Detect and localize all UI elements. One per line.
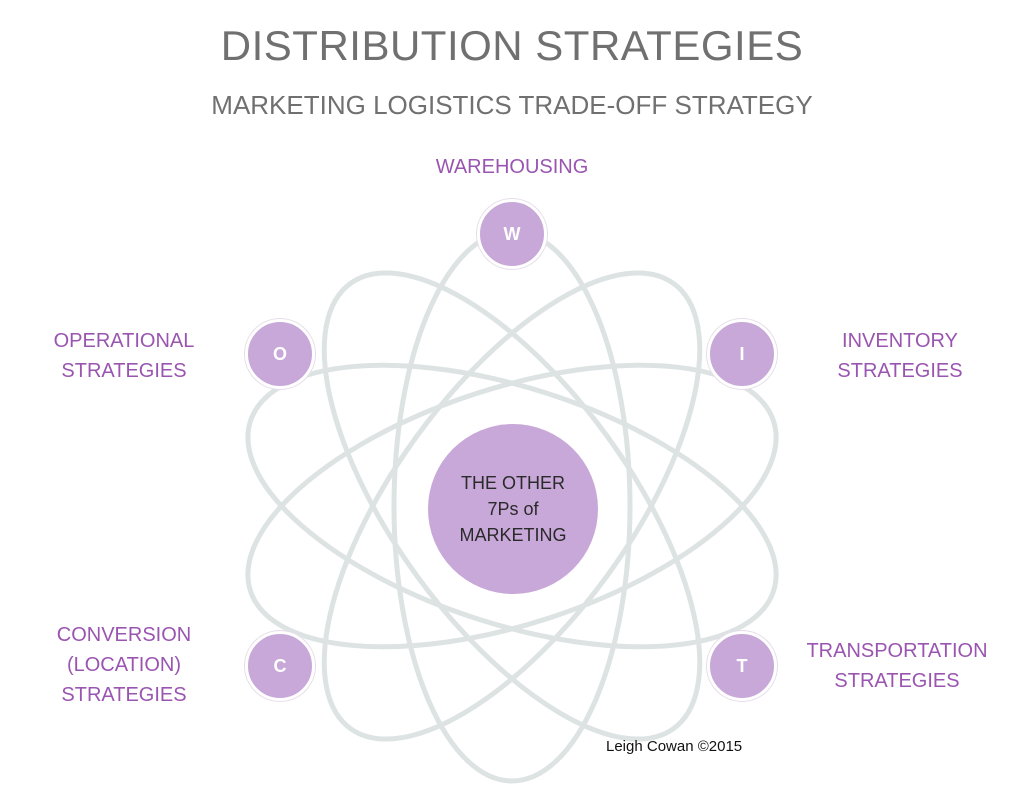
label-transportation: TRANSPORTATION STRATEGIES bbox=[806, 640, 988, 692]
node-warehousing: W bbox=[477, 199, 547, 269]
label-operational: OPERATIONAL STRATEGIES bbox=[53, 330, 195, 382]
page-subtitle: MARKETING LOGISTICS TRADE-OFF STRATEGY bbox=[211, 90, 813, 120]
orbit-diagonal-left bbox=[245, 362, 779, 650]
page-title: DISTRIBUTION STRATEGIES bbox=[220, 22, 804, 69]
orbit-lower-left bbox=[321, 270, 703, 742]
orbit-lower-right bbox=[321, 270, 703, 742]
label-conversion: CONVERSION (LOCATION) STRATEGIES bbox=[56, 624, 192, 706]
label-warehousing: WAREHOUSING bbox=[435, 156, 589, 178]
copyright-credit: Leigh Cowan ©2015 bbox=[606, 738, 743, 755]
center-circle: THE OTHER 7Ps of MARKETING bbox=[428, 424, 598, 594]
node-inventory: I bbox=[707, 319, 777, 389]
node-transportation: T bbox=[707, 631, 777, 701]
label-inventory: INVENTORY STRATEGIES bbox=[837, 330, 963, 382]
orbit-diagonal-right bbox=[245, 362, 779, 650]
node-operational: O bbox=[245, 319, 315, 389]
node-conversion: C bbox=[245, 631, 315, 701]
